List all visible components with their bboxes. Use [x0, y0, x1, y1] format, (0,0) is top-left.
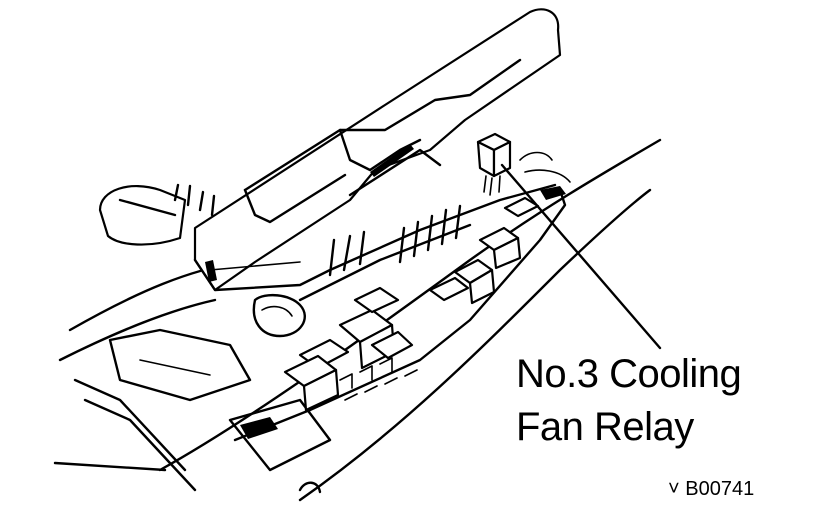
no3-cooling-fan-relay — [476, 132, 571, 196]
figure-code-mark: ˅ — [668, 478, 686, 500]
hose — [298, 481, 322, 494]
figure-code: ˅ B00741 — [668, 478, 754, 500]
callout-label-line1: No.3 Cooling — [516, 352, 742, 396]
relay-block — [173, 183, 567, 442]
left-bracket — [98, 185, 187, 246]
relay-box-cover — [193, 8, 562, 292]
figure-code-text: B00741 — [685, 478, 755, 500]
leader-line — [500, 163, 662, 350]
callout-label-line2: Fan Relay — [516, 405, 694, 449]
fender-outline — [53, 138, 662, 502]
